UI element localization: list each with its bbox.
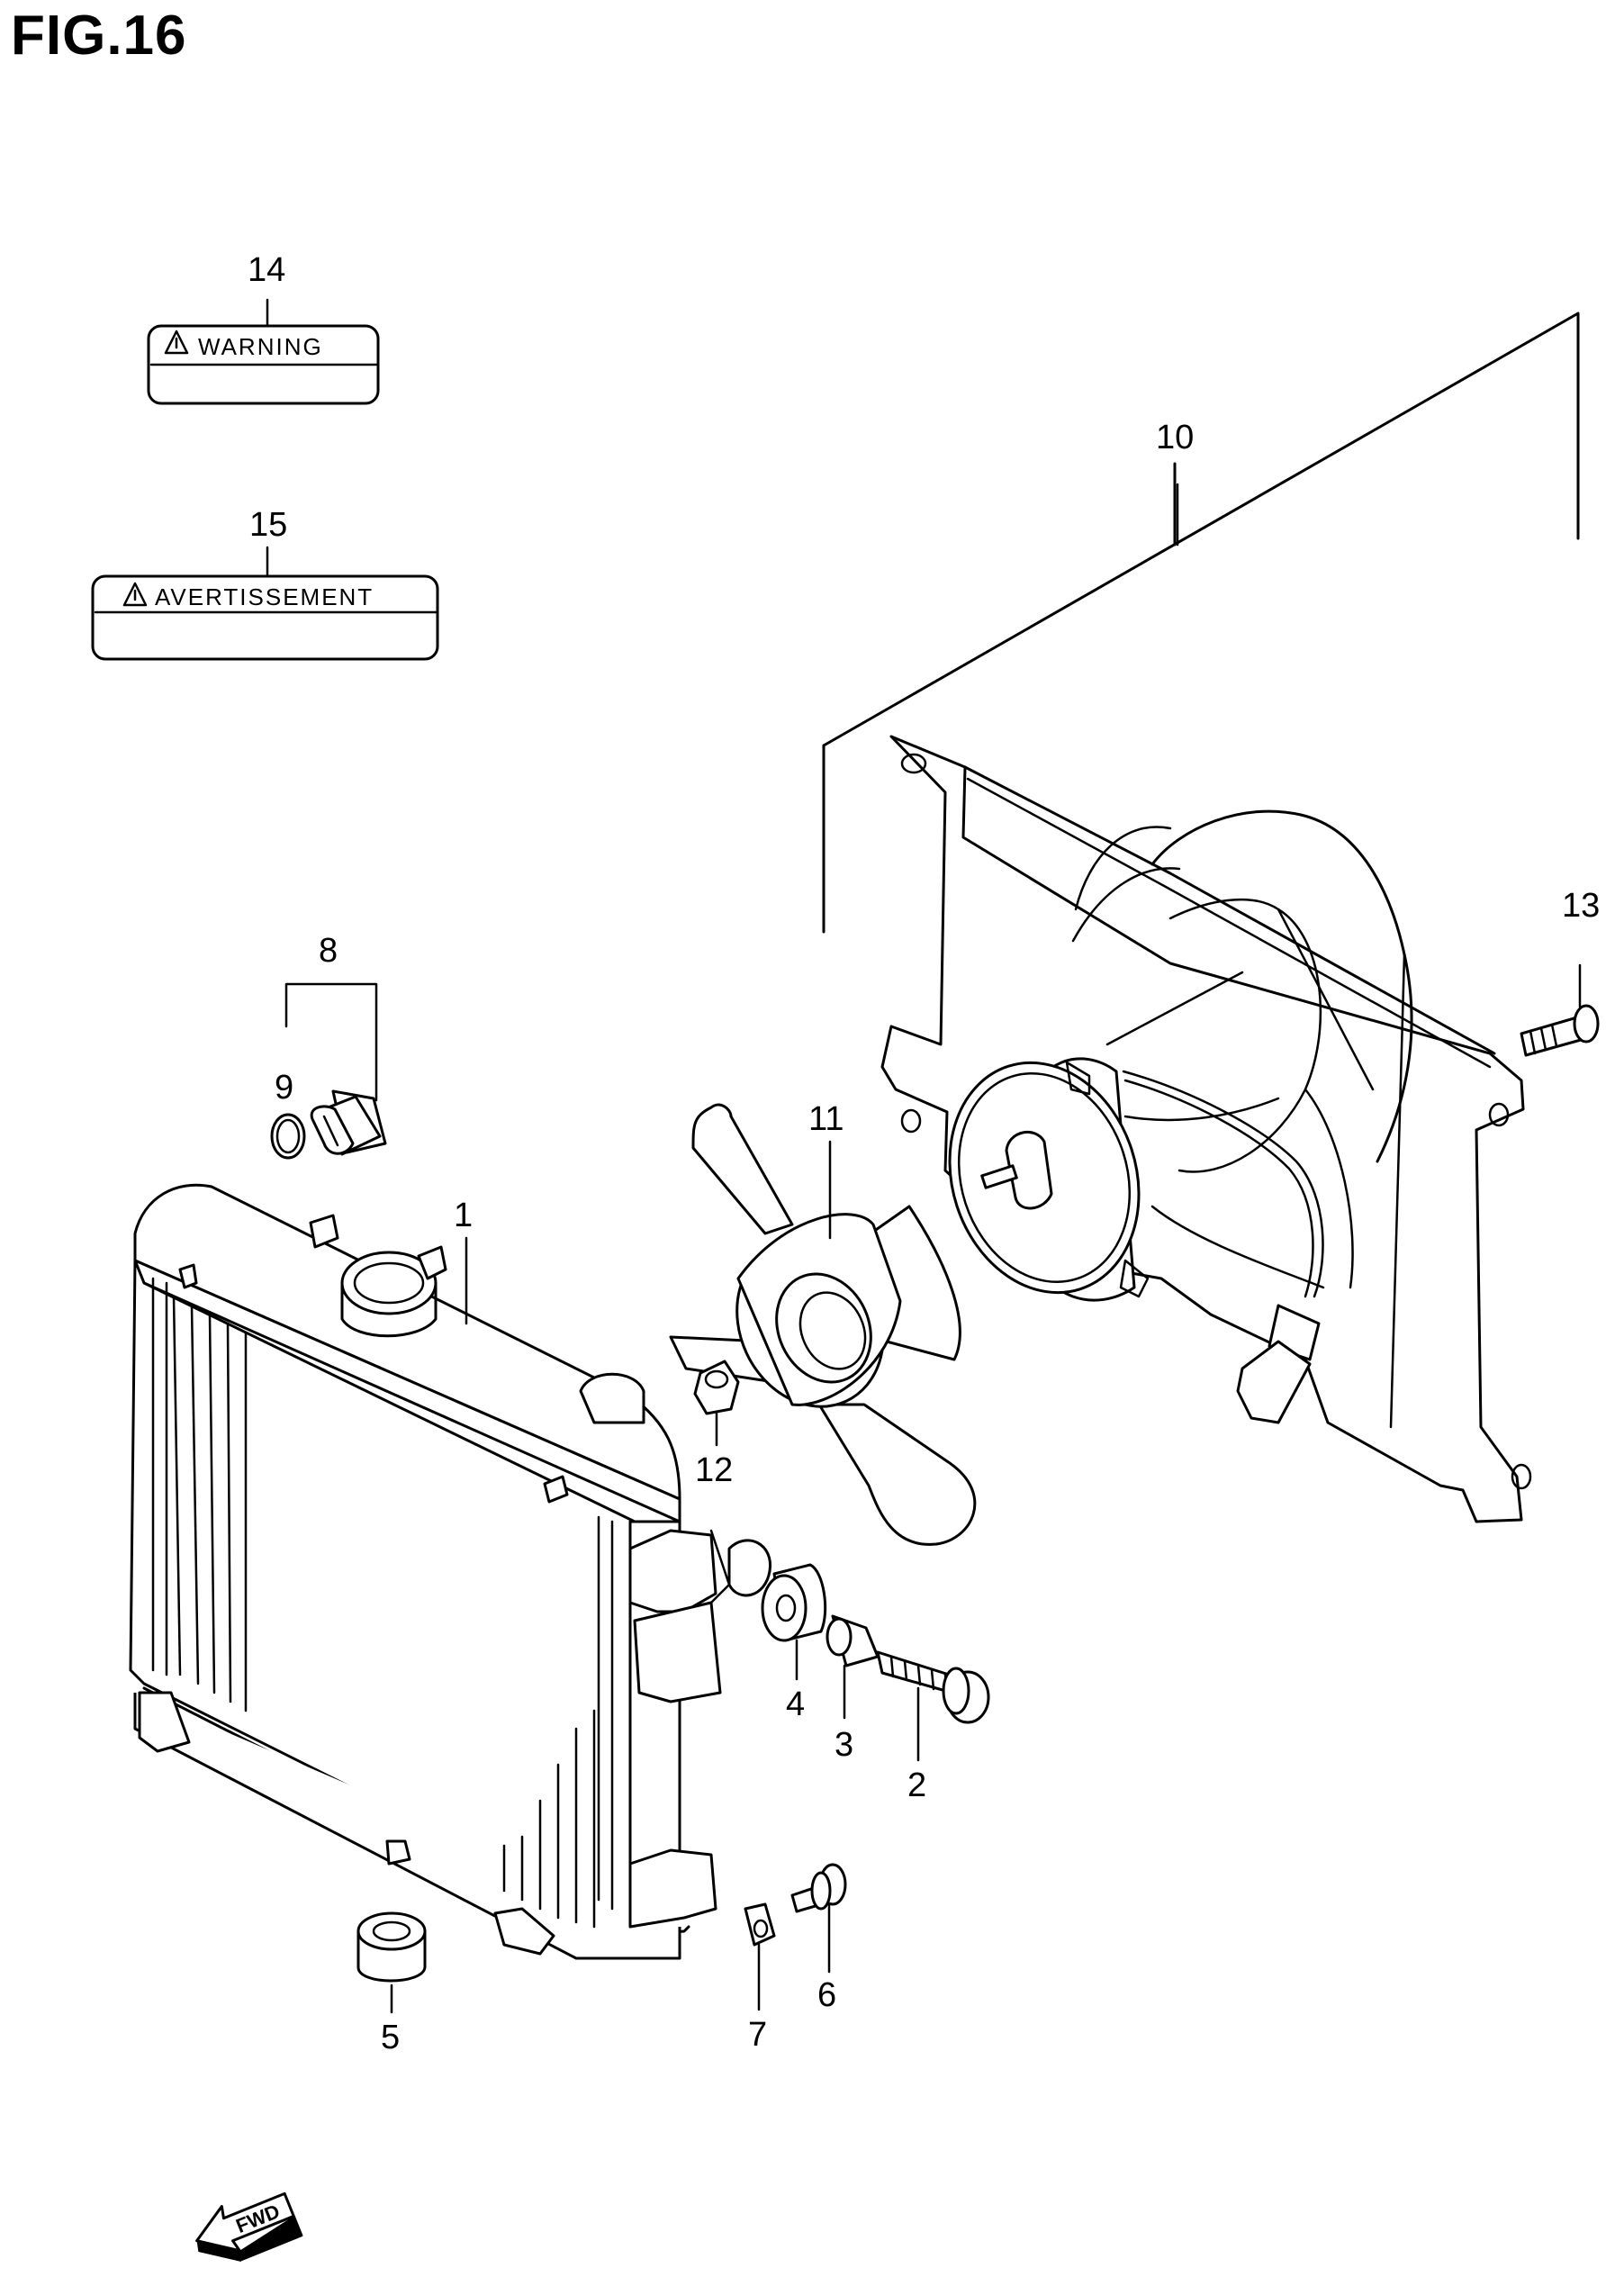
callout-9: 9: [275, 1069, 293, 1107]
callout-15: 15: [249, 506, 287, 544]
callout-14: 14: [248, 251, 285, 289]
shroud-bracket-leader: [822, 312, 1580, 934]
callout-numbers: 14 15 10 13 8 9 11 1 12 4 3 2 6 7 5: [248, 251, 1600, 2056]
callout-11: 11: [808, 1100, 844, 1138]
fan-shroud: [880, 735, 1532, 1523]
fan-motor: [948, 1057, 1324, 1424]
callout-10: 10: [1156, 419, 1194, 456]
o-ring-part: [270, 1113, 306, 1160]
callout-1: 1: [454, 1197, 473, 1234]
grommet-5-part: [356, 1911, 427, 1983]
warning-triangle-icon: [122, 582, 148, 607]
grommet-4-part: [761, 1563, 827, 1642]
thermo-switch-part: [310, 1089, 387, 1156]
callout-7: 7: [748, 2016, 767, 2054]
warning-label-part: WARNING: [147, 324, 380, 405]
avertissement-label-part: AVERTISSEMENT: [91, 574, 439, 661]
callout-12: 12: [695, 1451, 733, 1489]
leader-lines: [266, 298, 1582, 2014]
warning-label-text: WARNING: [198, 333, 323, 360]
nut-part: [693, 1360, 740, 1415]
warning-triangle-icon: [164, 330, 189, 355]
callout-8: 8: [319, 932, 338, 970]
callout-6: 6: [817, 1976, 836, 2014]
bolt-13-part: [1520, 1004, 1600, 1057]
callout-4: 4: [786, 1685, 805, 1723]
callout-2: 2: [907, 1766, 926, 1804]
avertissement-label-text: AVERTISSEMENT: [155, 583, 374, 610]
fan-blade: [669, 1103, 977, 1546]
bolt-6-part: [790, 1863, 847, 1913]
collar-3-part: [826, 1614, 880, 1667]
fwd-arrow-icon: FWD: [195, 2191, 303, 2262]
callout-3: 3: [835, 1726, 853, 1764]
radiator: [129, 1183, 771, 1960]
callout-13: 13: [1562, 887, 1600, 925]
callout-8-bracket: [284, 982, 378, 1102]
figure-title: FIG.16: [11, 5, 187, 67]
bolt-2-part: [876, 1650, 990, 1724]
clip-nut-7-part: [744, 1902, 776, 1947]
callout-5: 5: [381, 2019, 400, 2056]
